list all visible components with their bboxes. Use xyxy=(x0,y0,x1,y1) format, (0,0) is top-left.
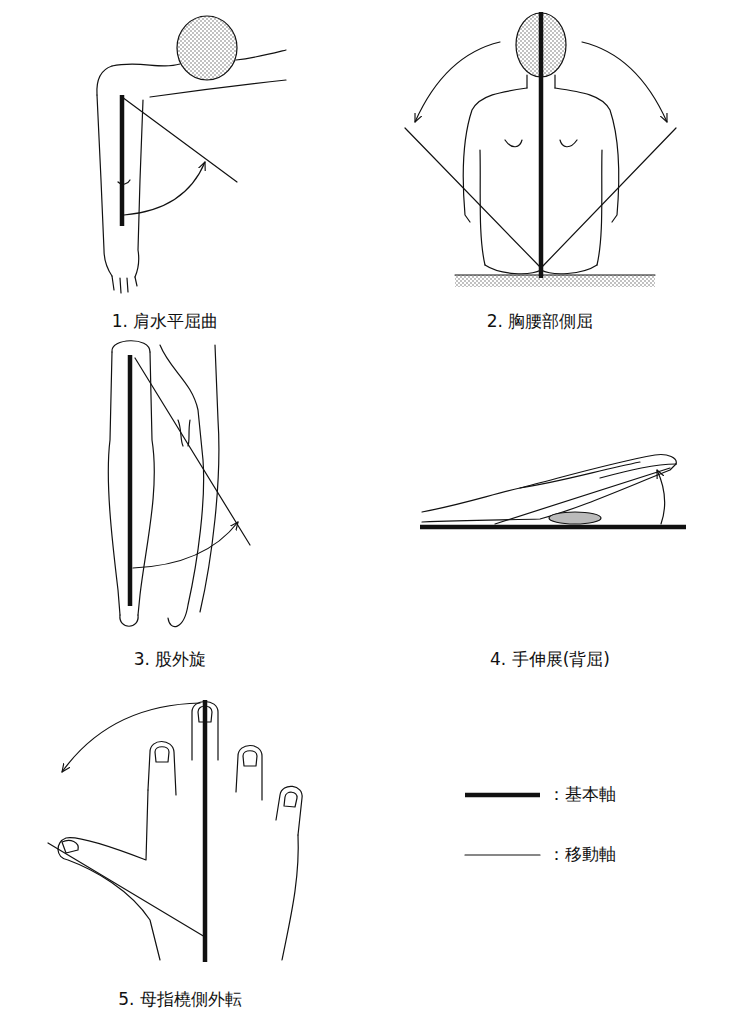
shoulder-figure xyxy=(97,16,286,293)
caption-text: 4. 手伸展(背屈) xyxy=(490,649,610,669)
hip-figure xyxy=(108,341,250,627)
legend-text: ：基本軸 xyxy=(548,784,616,804)
legend-samples xyxy=(465,795,540,855)
trunk-figure xyxy=(405,12,676,287)
figure-caption: 2. 胸腰部側屈 xyxy=(487,310,594,332)
legend-item: ：基本軸 xyxy=(548,783,616,805)
legend-text: ：移動軸 xyxy=(548,844,616,864)
caption-text: 5. 母指橈側外転 xyxy=(118,989,242,1009)
figure-caption: 4. 手伸展(背屈) xyxy=(490,648,610,670)
legend-item: ：移動軸 xyxy=(548,843,616,865)
caption-text: 3. 股外旋 xyxy=(134,649,207,669)
caption-text: 1. 肩水平屈曲 xyxy=(112,311,219,331)
figure-caption: 1. 肩水平屈曲 xyxy=(112,310,219,332)
caption-text: 2. 胸腰部側屈 xyxy=(487,311,594,331)
figure-caption: 3. 股外旋 xyxy=(134,648,207,670)
figure-caption: 5. 母指橈側外転 xyxy=(118,988,242,1010)
wrist-figure xyxy=(420,455,686,527)
thumb-figure xyxy=(48,700,302,962)
